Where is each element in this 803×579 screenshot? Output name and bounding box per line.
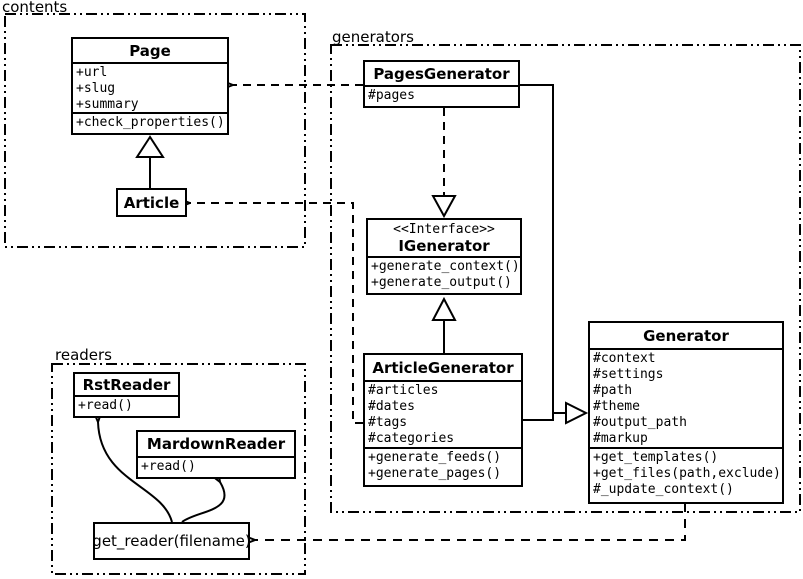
method: +get_files(path,exclude)	[593, 466, 781, 481]
method: +check_properties()	[76, 115, 225, 130]
attribute: +summary	[76, 97, 139, 112]
class-generator: Generator #context #settings #path #them…	[588, 321, 784, 504]
attribute: #markup	[593, 431, 648, 446]
realization-pagesgenerator-to-igenerator	[431, 108, 457, 219]
class-rstreader: RstReader +read()	[73, 372, 180, 418]
function-get-reader: get_reader(filename)	[92, 522, 251, 560]
class-articlegenerator-title: ArticleGenerator	[365, 355, 521, 382]
attribute: #dates	[368, 399, 415, 414]
class-pagesgenerator-attributes: #pages	[365, 87, 518, 104]
attribute: #settings	[593, 367, 664, 382]
method: #_update_context()	[593, 482, 734, 497]
attribute: #path	[593, 383, 633, 398]
class-igenerator-header: <<Interface>> IGenerator	[368, 220, 520, 258]
class-generator-title: Generator	[590, 323, 782, 350]
class-generator-attributes: #context #settings #path #theme #output_…	[590, 350, 782, 449]
method: +generate_context()	[371, 259, 520, 274]
attribute: +slug	[76, 81, 116, 96]
class-articlegenerator-attributes: #articles #dates #tags #categories	[365, 382, 521, 449]
attribute: #articles	[368, 383, 439, 398]
class-rstreader-title: RstReader	[75, 374, 178, 397]
package-readers-border	[51, 363, 306, 575]
arrow-get-reader-to-rstreader	[98, 422, 173, 523]
attribute: #context	[593, 351, 656, 366]
class-page-attributes: +url +slug +summary	[73, 64, 227, 114]
generalization-article-to-page	[135, 135, 165, 188]
class-article: Article	[116, 188, 187, 217]
class-page: Page +url +slug +summary +check_properti…	[71, 37, 229, 135]
arrow-get-reader-to-mardownreader	[181, 482, 226, 523]
package-label-contents: contents	[2, 0, 68, 16]
class-igenerator-methods: +generate_context() +generate_output()	[368, 258, 520, 291]
attribute: #pages	[368, 88, 415, 103]
class-mardownreader: MardownReader +read()	[136, 430, 296, 479]
attribute: #categories	[368, 431, 455, 446]
class-generator-methods: +get_templates() +get_files(path,exclude…	[590, 449, 782, 498]
class-articlegenerator-methods: +generate_feeds() +generate_pages()	[365, 449, 521, 482]
generalization-articlegenerator-to-igenerator	[431, 296, 457, 353]
method: +generate_feeds()	[368, 450, 502, 465]
class-igenerator-title: IGenerator	[398, 237, 490, 255]
method: +get_templates()	[593, 450, 719, 465]
dependency-generator-to-get-reader	[255, 503, 686, 540]
class-mardownreader-title: MardownReader	[138, 432, 294, 458]
attribute: #tags	[368, 415, 408, 430]
package-label-generators: generators	[332, 28, 414, 46]
attribute: #output_path	[593, 415, 687, 430]
package-label-readers: readers	[55, 346, 112, 364]
dependency-articlegenerator-to-article	[190, 203, 363, 424]
class-pagesgenerator-title: PagesGenerator	[365, 62, 518, 87]
generalization-generators-to-generator	[520, 84, 589, 425]
class-rstreader-methods: +read()	[75, 397, 178, 414]
method: +generate_pages()	[368, 466, 502, 481]
class-page-title: Page	[73, 39, 227, 64]
class-article-title: Article	[123, 193, 180, 212]
class-mardownreader-methods: +read()	[138, 458, 294, 475]
interface-stereotype: <<Interface>>	[393, 222, 495, 237]
package-contents-border	[4, 13, 306, 248]
function-get-reader-label: get_reader(filename)	[92, 532, 251, 550]
class-igenerator: <<Interface>> IGenerator +generate_conte…	[366, 218, 522, 295]
class-articlegenerator: ArticleGenerator #articles #dates #tags …	[363, 353, 523, 487]
method: +read()	[141, 459, 196, 474]
method: +read()	[78, 398, 133, 413]
attribute: #theme	[593, 399, 640, 414]
class-pagesgenerator: PagesGenerator #pages	[363, 60, 520, 108]
method: +generate_output()	[371, 275, 512, 290]
class-page-methods: +check_properties()	[73, 114, 227, 131]
attribute: +url	[76, 65, 108, 80]
package-generators-border	[330, 44, 801, 513]
